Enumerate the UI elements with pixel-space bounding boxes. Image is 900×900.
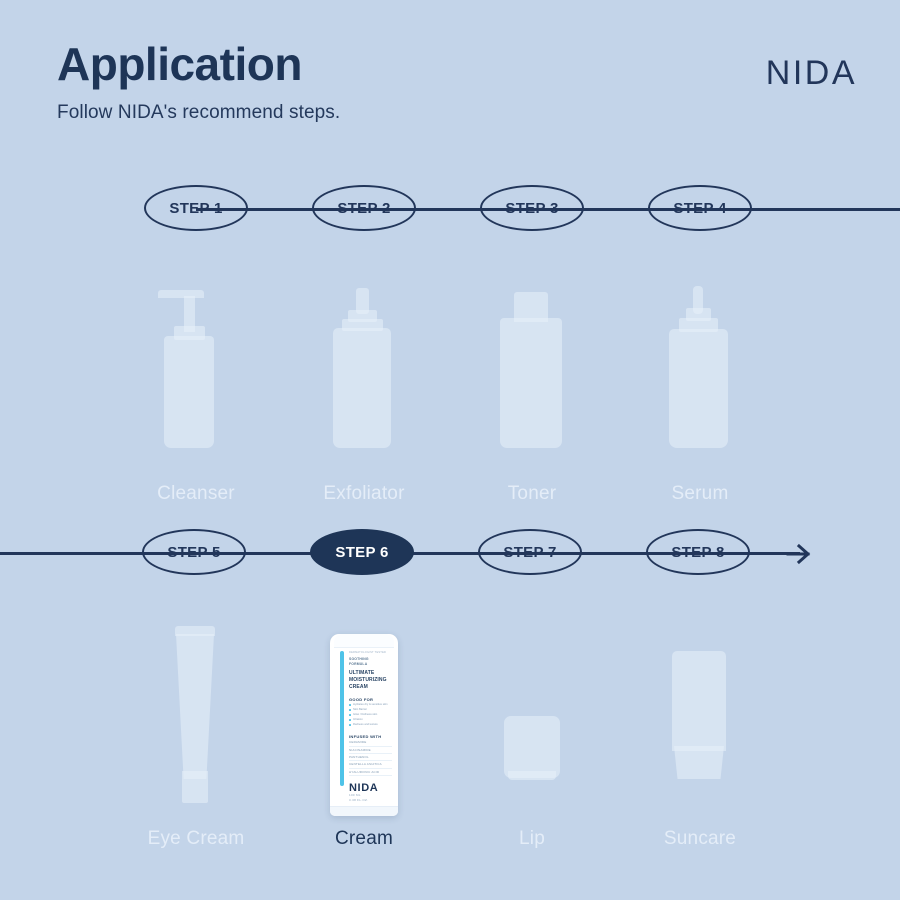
product-cell-serum[interactable]: Serum — [616, 255, 784, 505]
product-art-suncare — [616, 621, 784, 816]
product-label-cream: Cream — [334, 828, 393, 849]
step-pill-6[interactable]: STEP 6 — [310, 529, 414, 575]
product-cell-eye-cream[interactable]: Eye Cream — [112, 600, 280, 850]
tube-volume: 100 ML 3.38 FL.OZ. — [349, 793, 369, 803]
product-cell-lip[interactable]: Lip — [448, 600, 616, 850]
tube-label-text: DERMATOLOGIST TESTED SOOTHING FORMULA UL… — [349, 651, 392, 776]
product-label-cleanser: Cleanser — [157, 483, 235, 504]
tube-good-for-item: Hydrates dry & sensitive skin — [349, 702, 392, 707]
step-pill-8[interactable]: STEP 8 — [646, 529, 750, 575]
tube-good-for-item: Irritation — [349, 717, 392, 722]
product-label-lip: Lip — [519, 828, 545, 849]
step-pill-7[interactable]: STEP 7 — [478, 529, 582, 575]
tube-formula: SOOTHING FORMULA — [349, 656, 369, 666]
tube-good-for-title: GOOD FOR — [349, 697, 374, 703]
step-pill-3[interactable]: STEP 3 — [480, 185, 584, 231]
product-cell-exfoliator[interactable]: Exfoliator — [280, 255, 448, 505]
tube-cap — [334, 634, 394, 648]
cream-tube: DERMATOLOGIST TESTED SOOTHING FORMULA UL… — [330, 634, 398, 816]
page-title: Application — [57, 38, 302, 90]
tube-infused-item: CENTELLA ASIATICA — [349, 761, 392, 769]
page-subtitle: Follow NIDA's recommend steps. — [57, 102, 341, 124]
product-art-toner — [448, 276, 616, 471]
tube-good-for-item: Glow / Dullness skin — [349, 712, 392, 717]
step-pill-2[interactable]: STEP 2 — [312, 185, 416, 231]
product-cell-toner[interactable]: Toner — [448, 255, 616, 505]
brand-logo: NIDA — [765, 54, 857, 92]
product-art-cream: DERMATOLOGIST TESTED SOOTHING FORMULA UL… — [280, 621, 448, 816]
product-row-two: Eye Cream DERMATOLOGIST TESTED SOOTHING … — [0, 600, 900, 850]
step-pill-4[interactable]: STEP 4 — [648, 185, 752, 231]
product-cell-cleanser[interactable]: Cleanser — [112, 255, 280, 505]
product-label-toner: Toner — [507, 483, 557, 504]
tube-infused-item: NIACINAMIDE — [349, 747, 392, 754]
product-art-cleanser — [112, 276, 280, 471]
tube-crimp — [330, 806, 398, 816]
step-rail-row-one: STEP 1 STEP 2 STEP 3 STEP 4 — [0, 180, 900, 240]
tube-infused-item: PANTHENOL — [349, 754, 392, 762]
tube-good-for-item: Skin Barrier — [349, 707, 392, 712]
tube-infused-item: CERAMIDE — [349, 739, 392, 747]
step-pill-1[interactable]: STEP 1 — [144, 185, 248, 231]
product-art-exfoliator — [280, 276, 448, 471]
product-label-exfoliator: Exfoliator — [323, 483, 405, 504]
product-cell-suncare[interactable]: Suncare — [616, 600, 784, 850]
tube-brand: NIDA — [349, 782, 379, 794]
tube-infused-title: INFUSED WITH — [349, 734, 382, 740]
product-art-lip — [448, 621, 616, 816]
product-label-eye-cream: Eye Cream — [147, 828, 245, 849]
step-pill-5[interactable]: STEP 5 — [142, 529, 246, 575]
step-rail-row-two: STEP 5 STEP 6 STEP 7 STEP 8 — [0, 524, 900, 584]
product-art-serum — [616, 276, 784, 471]
tube-infused-item: HYALURONIC ACID — [349, 769, 392, 776]
product-label-serum: Serum — [671, 483, 729, 504]
tube-accent-stripe — [340, 651, 344, 786]
tube-headline: ULTIMATE MOISTURIZING CREAM — [349, 670, 387, 690]
product-row-one: Cleanser Exfoliator Toner — [0, 255, 900, 505]
tube-good-for-item: Redness and texture — [349, 722, 392, 727]
product-art-eye-cream — [112, 621, 280, 816]
header: Application Follow NIDA's recommend step… — [57, 40, 857, 124]
product-cell-cream[interactable]: DERMATOLOGIST TESTED SOOTHING FORMULA UL… — [280, 600, 448, 850]
product-label-suncare: Suncare — [663, 828, 737, 849]
tube-eyebrow: DERMATOLOGIST TESTED — [349, 651, 387, 654]
